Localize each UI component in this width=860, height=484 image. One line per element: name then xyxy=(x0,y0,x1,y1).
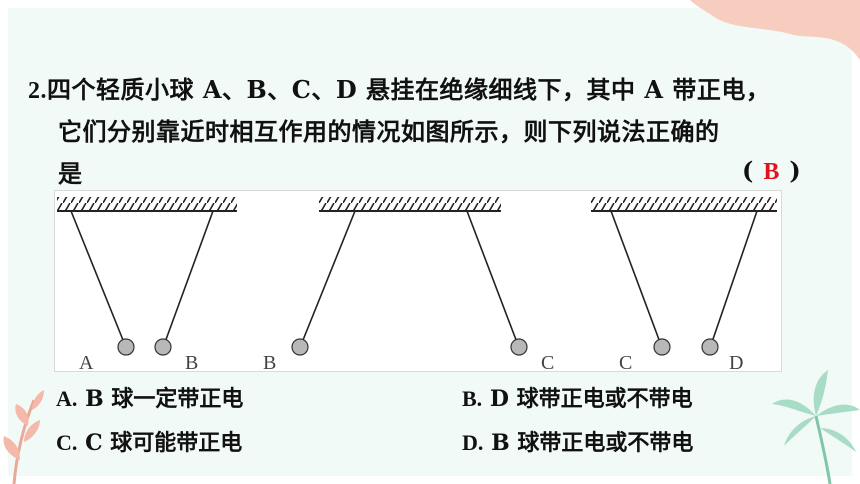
option-d-text: B 球带正电或不带电 xyxy=(491,430,694,456)
ball-d xyxy=(701,338,719,356)
question-line-3: 是 xyxy=(58,154,83,189)
question-number: 2. xyxy=(28,78,47,104)
ball-c-1 xyxy=(510,338,528,356)
question-text-line-3: 是 xyxy=(58,159,83,188)
label-d: D xyxy=(729,352,743,371)
pink-blob-decoration xyxy=(690,0,860,60)
label-a: A xyxy=(79,352,94,371)
ball-b-2 xyxy=(291,338,309,356)
ball-c-2 xyxy=(653,338,671,356)
option-d[interactable]: D. B 球带正电或不带电 xyxy=(462,425,693,457)
option-c-text: C 球可能带正电 xyxy=(85,430,243,456)
palm-leaf-decoration-right xyxy=(772,370,860,484)
pendulum-diagram: A B B C C D xyxy=(57,197,777,374)
question-text-line-1: 四个轻质小球 A、B、C、D 悬挂在绝缘细线下，其中 A 带正电， xyxy=(47,75,771,104)
question-line-2: 它们分别靠近时相互作用的情况如图所示，则下列说法正确的 xyxy=(58,112,720,147)
ball-a xyxy=(117,338,135,356)
option-c[interactable]: C. C 球可能带正电 xyxy=(56,425,242,457)
answer-close-paren: ) xyxy=(789,156,801,185)
ball-b-1 xyxy=(154,338,172,356)
option-b-text: D 球带正电或不带电 xyxy=(489,386,693,412)
option-b-key: B. xyxy=(462,386,483,411)
answer-bracket: ( B) xyxy=(742,156,801,186)
answer-open-paren: ( xyxy=(742,156,754,185)
answer-value: B xyxy=(763,159,780,185)
option-a[interactable]: A. B 球一定带正电 xyxy=(56,381,243,413)
option-c-key: C. xyxy=(56,430,78,455)
pendulum-figure: A B B C C D xyxy=(54,190,782,374)
option-a-text: B 球一定带正电 xyxy=(85,386,244,412)
ceiling-2 xyxy=(319,197,501,212)
label-c-1: C xyxy=(541,352,554,371)
question-text-line-2: 它们分别靠近时相互作用的情况如图所示，则下列说法正确的 xyxy=(58,117,720,146)
question-line-1: 2.四个轻质小球 A、B、C、D 悬挂在绝缘细线下，其中 A 带正电， xyxy=(28,70,770,105)
label-b-2: B xyxy=(263,352,276,371)
option-a-key: A. xyxy=(56,386,78,411)
option-d-key: D. xyxy=(462,430,484,455)
plant-leaf-decoration-left xyxy=(3,390,44,484)
ceiling-3 xyxy=(591,197,777,212)
label-c-2: C xyxy=(619,352,632,371)
ceiling-1 xyxy=(57,197,237,212)
label-b-1: B xyxy=(185,352,198,371)
option-b[interactable]: B. D 球带正电或不带电 xyxy=(462,381,693,413)
